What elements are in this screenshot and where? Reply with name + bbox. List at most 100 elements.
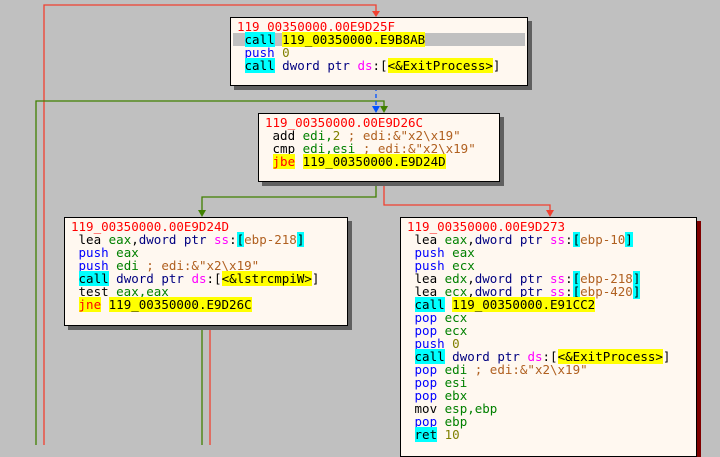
instruction-line[interactable]: test eax,eax [71,285,341,298]
instruction-token: , [131,232,139,247]
instruction-line[interactable]: pop ecx [407,324,690,337]
instruction-token: test [71,284,117,299]
instruction-token: ecx [444,284,468,299]
instruction-token: lea [407,284,445,299]
instruction-line[interactable]: add edi,2 ; edi:&"x2\x19" [265,129,493,142]
instruction-line[interactable]: pop ecx [407,311,690,324]
instruction-line[interactable]: pop ebx [407,389,690,402]
block-address[interactable]: 119_00350000.00E9D24D [71,220,341,233]
instruction-token: call [414,349,445,364]
target-label[interactable]: 119_00350000.E9D24D [302,154,446,169]
instruction-token: ss [550,271,566,286]
instruction-token: :[ [542,349,558,364]
instruction-token: esi [444,375,468,390]
instruction-token: pop [414,388,438,403]
target-label[interactable]: 119_00350000.E91CC2 [452,297,596,312]
instruction-line[interactable]: jne 119_00350000.E9D26C [71,297,341,312]
code-block-e9d273[interactable]: 119_00350000.00E9D273 lea eax,dword ptr … [400,217,697,457]
instruction-token: call [78,271,109,286]
block-address[interactable]: 119_00350000.00E9D25F [237,20,521,33]
instruction-token: dword ptr [474,232,543,247]
target-label[interactable]: <&lstrcmpiW> [221,271,312,286]
instruction-token: call [244,32,275,47]
code-block-e9d24d[interactable]: 119_00350000.00E9D24D lea eax,dword ptr … [64,217,348,326]
target-label[interactable]: <&ExitProcess> [387,58,493,73]
edge-false-to-e9d273 [383,182,551,213]
instruction-line[interactable]: push eax [407,246,690,259]
instruction-line[interactable]: push edi ; edi:&"x2\x19" [71,259,341,272]
instruction-line[interactable]: jbe 119_00350000.E9D24D [265,154,493,169]
instruction-line[interactable]: call 119_00350000.E9B8AB [233,32,525,47]
instruction-token: jbe [272,154,296,169]
instruction-token: ; edi:&"x2\x19" [467,362,588,377]
instruction-token: eax,eax [116,284,169,299]
instruction-token: ret [414,427,438,442]
instruction-line[interactable]: push 0 [237,46,521,59]
block-address[interactable]: 119_00350000.00E9D273 [407,220,690,233]
instruction-line[interactable]: call dword ptr ds:[<&ExitProcess>] [407,349,690,364]
instruction-token: edi [302,128,326,143]
instruction-token: dword ptr [138,232,207,247]
instruction-line[interactable]: push ecx [407,259,690,272]
instruction-line[interactable]: mov esp,ebp [407,402,690,415]
instruction-line[interactable]: ret 10 [407,427,690,442]
instruction-token: esp,ebp [444,401,498,416]
instruction-token [265,154,273,169]
instruction-line[interactable]: lea eax,dword ptr ss:[ebp-10] [407,232,690,247]
instruction-token: mov [407,401,445,416]
instruction-token [237,58,245,73]
instruction-token: ebp-218 [244,232,297,247]
code-block-e9d26c[interactable]: 119_00350000.00E9D26C add edi,2 ; edi:&"… [258,113,500,182]
instruction-token: ds [191,271,207,286]
instruction-token: ebp-420 [580,284,633,299]
instruction-token [437,427,445,442]
instruction-token [71,297,79,312]
instruction-token: ; edi:&"x2\x19" [340,128,461,143]
instruction-token: push [78,258,109,273]
instruction-token: eax [108,232,132,247]
instruction-line[interactable]: lea edx,dword ptr ss:[ebp-218] [407,271,690,286]
target-label[interactable]: 119_00350000.E9B8AB [282,32,426,47]
instruction-line[interactable]: call dword ptr ds:[<&ExitProcess>] [237,58,521,73]
instruction-token: dword ptr [474,284,543,299]
instruction-token: :[ [372,58,388,73]
instruction-token: pop [414,310,438,325]
instruction-token: ] [632,284,641,299]
instruction-token: 2 [332,128,341,143]
instruction-line[interactable]: lea ecx,dword ptr ss:[ebp-420] [407,284,690,299]
instruction-token: eax [452,245,475,260]
instruction-token [206,232,214,247]
instruction-line[interactable]: call dword ptr ds:[<&lstrcmpiW>] [71,271,341,286]
address-label: 119_00350000.00E9D26C [265,115,424,130]
instruction-line[interactable]: pop ebp [407,415,690,428]
instruction-token: ] [625,232,633,247]
instruction-token: ebx [444,388,468,403]
instruction-token: dword ptr [116,271,184,286]
target-label[interactable]: 119_00350000.E9D26C [108,297,252,312]
block-address[interactable]: 119_00350000.00E9D26C [265,116,493,129]
instruction-token: jne [78,297,102,312]
code-block-e9d25f[interactable]: 119_00350000.00E9D25F call 119_00350000.… [230,17,528,86]
instruction-line[interactable]: pop esi [407,376,690,389]
instruction-token: lea [407,271,445,286]
instruction-line[interactable]: call 119_00350000.E91CC2 [407,297,690,312]
instruction-line[interactable]: push 0 [407,337,690,350]
instruction-token: edi,esi [302,141,356,156]
instruction-token: ; edi:&"x2\x19" [138,258,260,273]
instruction-token: ss [214,232,230,247]
instruction-line[interactable]: push eax [71,246,341,259]
instruction-token: edx [444,271,468,286]
instruction-token: call [414,297,445,312]
target-label[interactable]: <&ExitProcess> [557,349,663,364]
instruction-token: ] [632,271,641,286]
instruction-token: edi [444,362,468,377]
instruction-line[interactable]: cmp edi,esi ; edi:&"x2\x19" [265,142,493,155]
instruction-line[interactable]: lea eax,dword ptr ss:[ebp-218] [71,232,341,247]
instruction-line[interactable]: pop edi ; edi:&"x2\x19" [407,363,690,376]
instruction-token: ecx [444,323,468,338]
instruction-token: ] [296,232,305,247]
instruction-token: [ [572,232,581,247]
instruction-token: ] [662,349,671,364]
instruction-token: lea [407,232,445,247]
instruction-token [542,232,550,247]
